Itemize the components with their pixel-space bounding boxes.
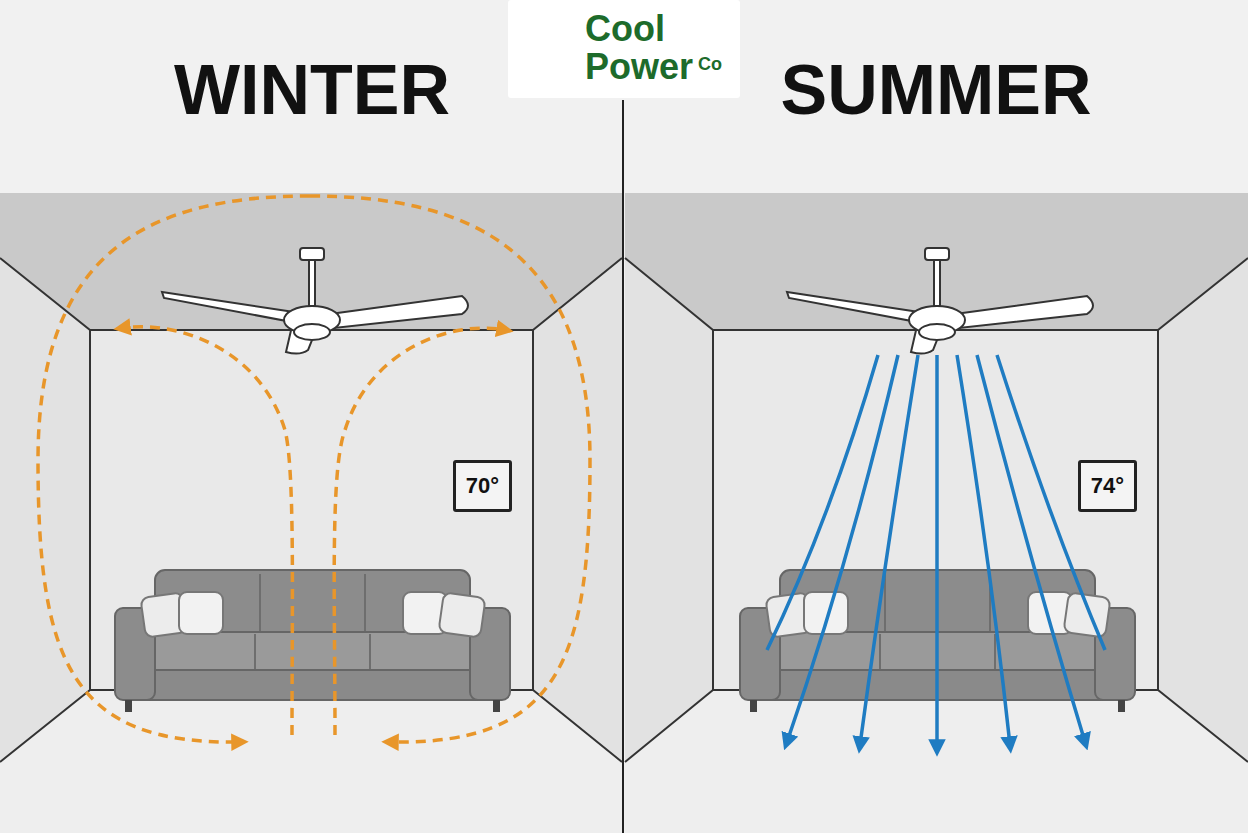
- thermostat: 70°: [453, 460, 512, 512]
- thermostat: 74°: [1078, 460, 1137, 512]
- temperature-reading: 74°: [1091, 475, 1124, 497]
- winter-room: [0, 193, 622, 833]
- brand-suffix: Co: [698, 54, 734, 74]
- cool-air-arrows: [767, 355, 1105, 748]
- temperature-reading: 70°: [466, 475, 499, 497]
- logo-box: Cool PowerCo: [508, 0, 740, 98]
- warm-air-arrows: [38, 196, 590, 742]
- summer-room: [625, 193, 1248, 833]
- brand-name: Cool Power: [585, 10, 703, 86]
- divider-line: [622, 100, 624, 833]
